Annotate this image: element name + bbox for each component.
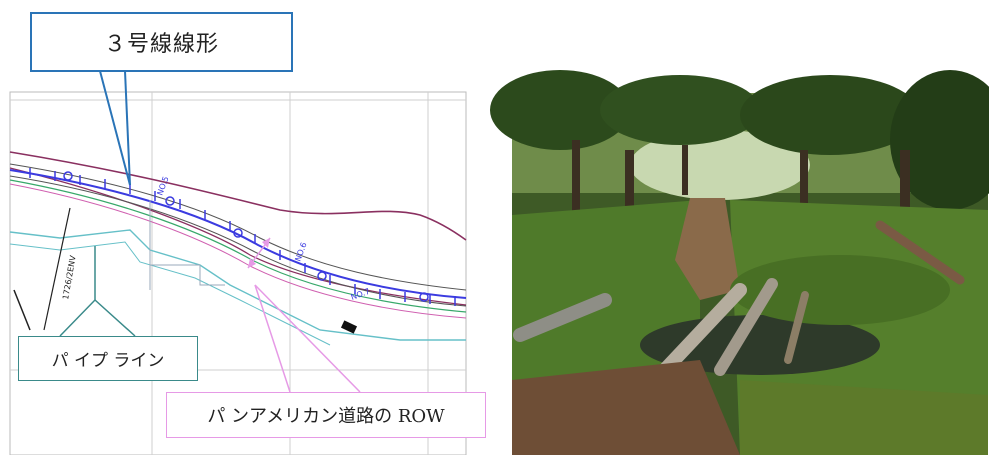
row-leader-b — [254, 284, 361, 393]
pipeline-callout: パ イプ ライン — [18, 336, 198, 381]
panamerican-row-callout: パ ンアメリカン道路の ROW — [166, 392, 486, 438]
site-photo — [490, 70, 989, 455]
line3-alignment-callout: ３号線線形 — [30, 12, 293, 72]
road-edge-2 — [9, 175, 467, 307]
road-edge-1 — [9, 163, 467, 291]
pipeline-area — [9, 229, 466, 341]
drawing-grid — [10, 92, 466, 455]
pipe-3 — [714, 278, 778, 376]
pipe-2 — [653, 283, 747, 382]
road-alignment-centerline — [9, 169, 467, 299]
pipeline-leader-b — [94, 299, 136, 337]
station-circles — [63, 171, 429, 302]
pipe-5 — [875, 220, 965, 285]
structure-marker — [340, 320, 358, 334]
row-boundary-lower — [9, 167, 467, 306]
station-ticks — [29, 168, 456, 306]
row-leader — [254, 284, 291, 393]
dimension-line — [43, 207, 71, 331]
grey-structures — [149, 200, 225, 290]
pipe-1 — [513, 293, 612, 342]
line3-leader-a — [99, 70, 131, 186]
pipeline-area-2 — [9, 241, 331, 346]
line3-leader-b — [124, 70, 131, 186]
row-boundary-upper — [9, 151, 467, 241]
pipe-4 — [784, 291, 809, 364]
